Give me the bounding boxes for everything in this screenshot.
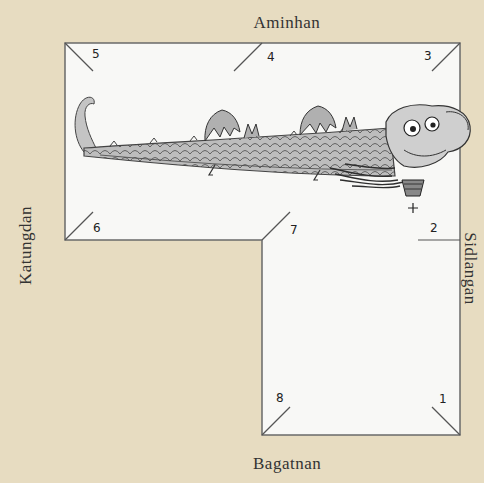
corner-number: 5 — [92, 48, 100, 60]
corner-number: 1 — [439, 393, 447, 405]
corner-number: 4 — [267, 51, 275, 63]
compass-label: Sidlangan — [461, 232, 478, 305]
corner-number: 6 — [93, 222, 101, 234]
compass-label: Aminhan — [254, 14, 321, 31]
corner-number: 7 — [290, 224, 298, 236]
corner-diagonals — [65, 43, 460, 435]
dragon-illustration — [75, 97, 470, 213]
compass-label: Bagatnan — [253, 455, 321, 472]
corner-number: 8 — [276, 392, 284, 404]
plan-outline — [65, 43, 460, 435]
compass-label: Katungdan — [17, 205, 34, 284]
corner-number: 3 — [424, 50, 432, 62]
corner-number: 2 — [430, 222, 438, 234]
